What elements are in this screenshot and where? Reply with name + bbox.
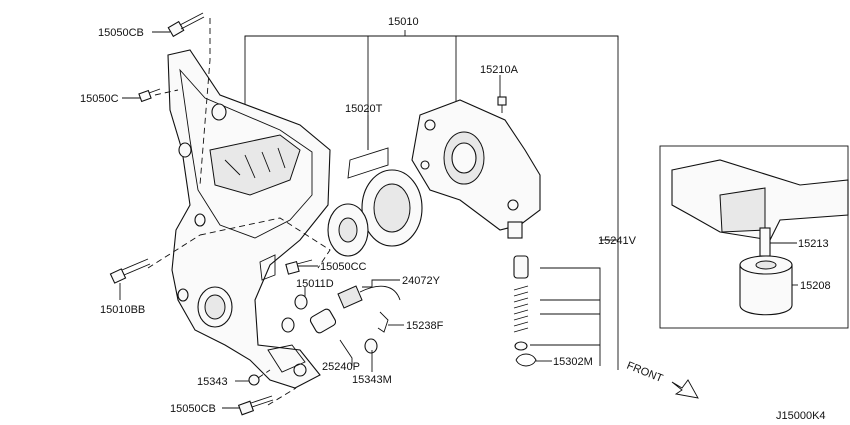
- bracket-15010: [244, 30, 619, 370]
- diagram-code: J15000K4: [776, 410, 826, 422]
- bolt-15010bb: [109, 258, 151, 284]
- oil-pump-rotors-15020t: [327, 147, 423, 257]
- label-15210a: 15210A: [480, 64, 519, 76]
- oil-pump-housing: [411, 99, 541, 239]
- label-25240p: 25240P: [322, 361, 360, 373]
- label-15010bb: 15010BB: [100, 304, 145, 316]
- label-15050cb-bottom: 15050CB: [170, 403, 216, 415]
- relief-valve-parts: [513, 255, 601, 367]
- bolt-15050c: [138, 88, 161, 103]
- guide-lines: [147, 18, 331, 406]
- plug-15343: [248, 374, 260, 386]
- label-15050cc: 15050CC: [320, 261, 367, 273]
- label-15238f: 15238F: [406, 320, 444, 332]
- label-15343: 15343: [197, 376, 228, 388]
- label-15010: 15010: [388, 16, 419, 28]
- label-15302m: 15302M: [553, 356, 593, 368]
- leader-lines: [119, 31, 798, 409]
- label-15020t: 15020T: [345, 103, 383, 115]
- label-15011d: 15011D: [296, 278, 334, 290]
- label-15241v: 15241V: [598, 235, 637, 247]
- label-front: FRONT: [625, 360, 665, 385]
- bolt-15050cb-top: [167, 12, 205, 38]
- label-15050cb-top: 15050CB: [98, 27, 144, 39]
- label-15343m: 15343M: [352, 374, 392, 386]
- oil-pressure-switch-25240p: [294, 285, 401, 354]
- bolt-15050cb-bottom: [237, 395, 274, 416]
- bolt-15050cc: [285, 259, 313, 275]
- front-arrow: [671, 379, 699, 399]
- bolt-15210a: [497, 96, 507, 113]
- label-15208: 15208: [800, 280, 831, 292]
- label-15213: 15213: [798, 238, 829, 250]
- label-15050c: 15050C: [80, 93, 119, 105]
- inset-oil-filter: [659, 145, 849, 329]
- label-24072y: 24072Y: [402, 275, 441, 287]
- front-cover-15010: [167, 49, 331, 389]
